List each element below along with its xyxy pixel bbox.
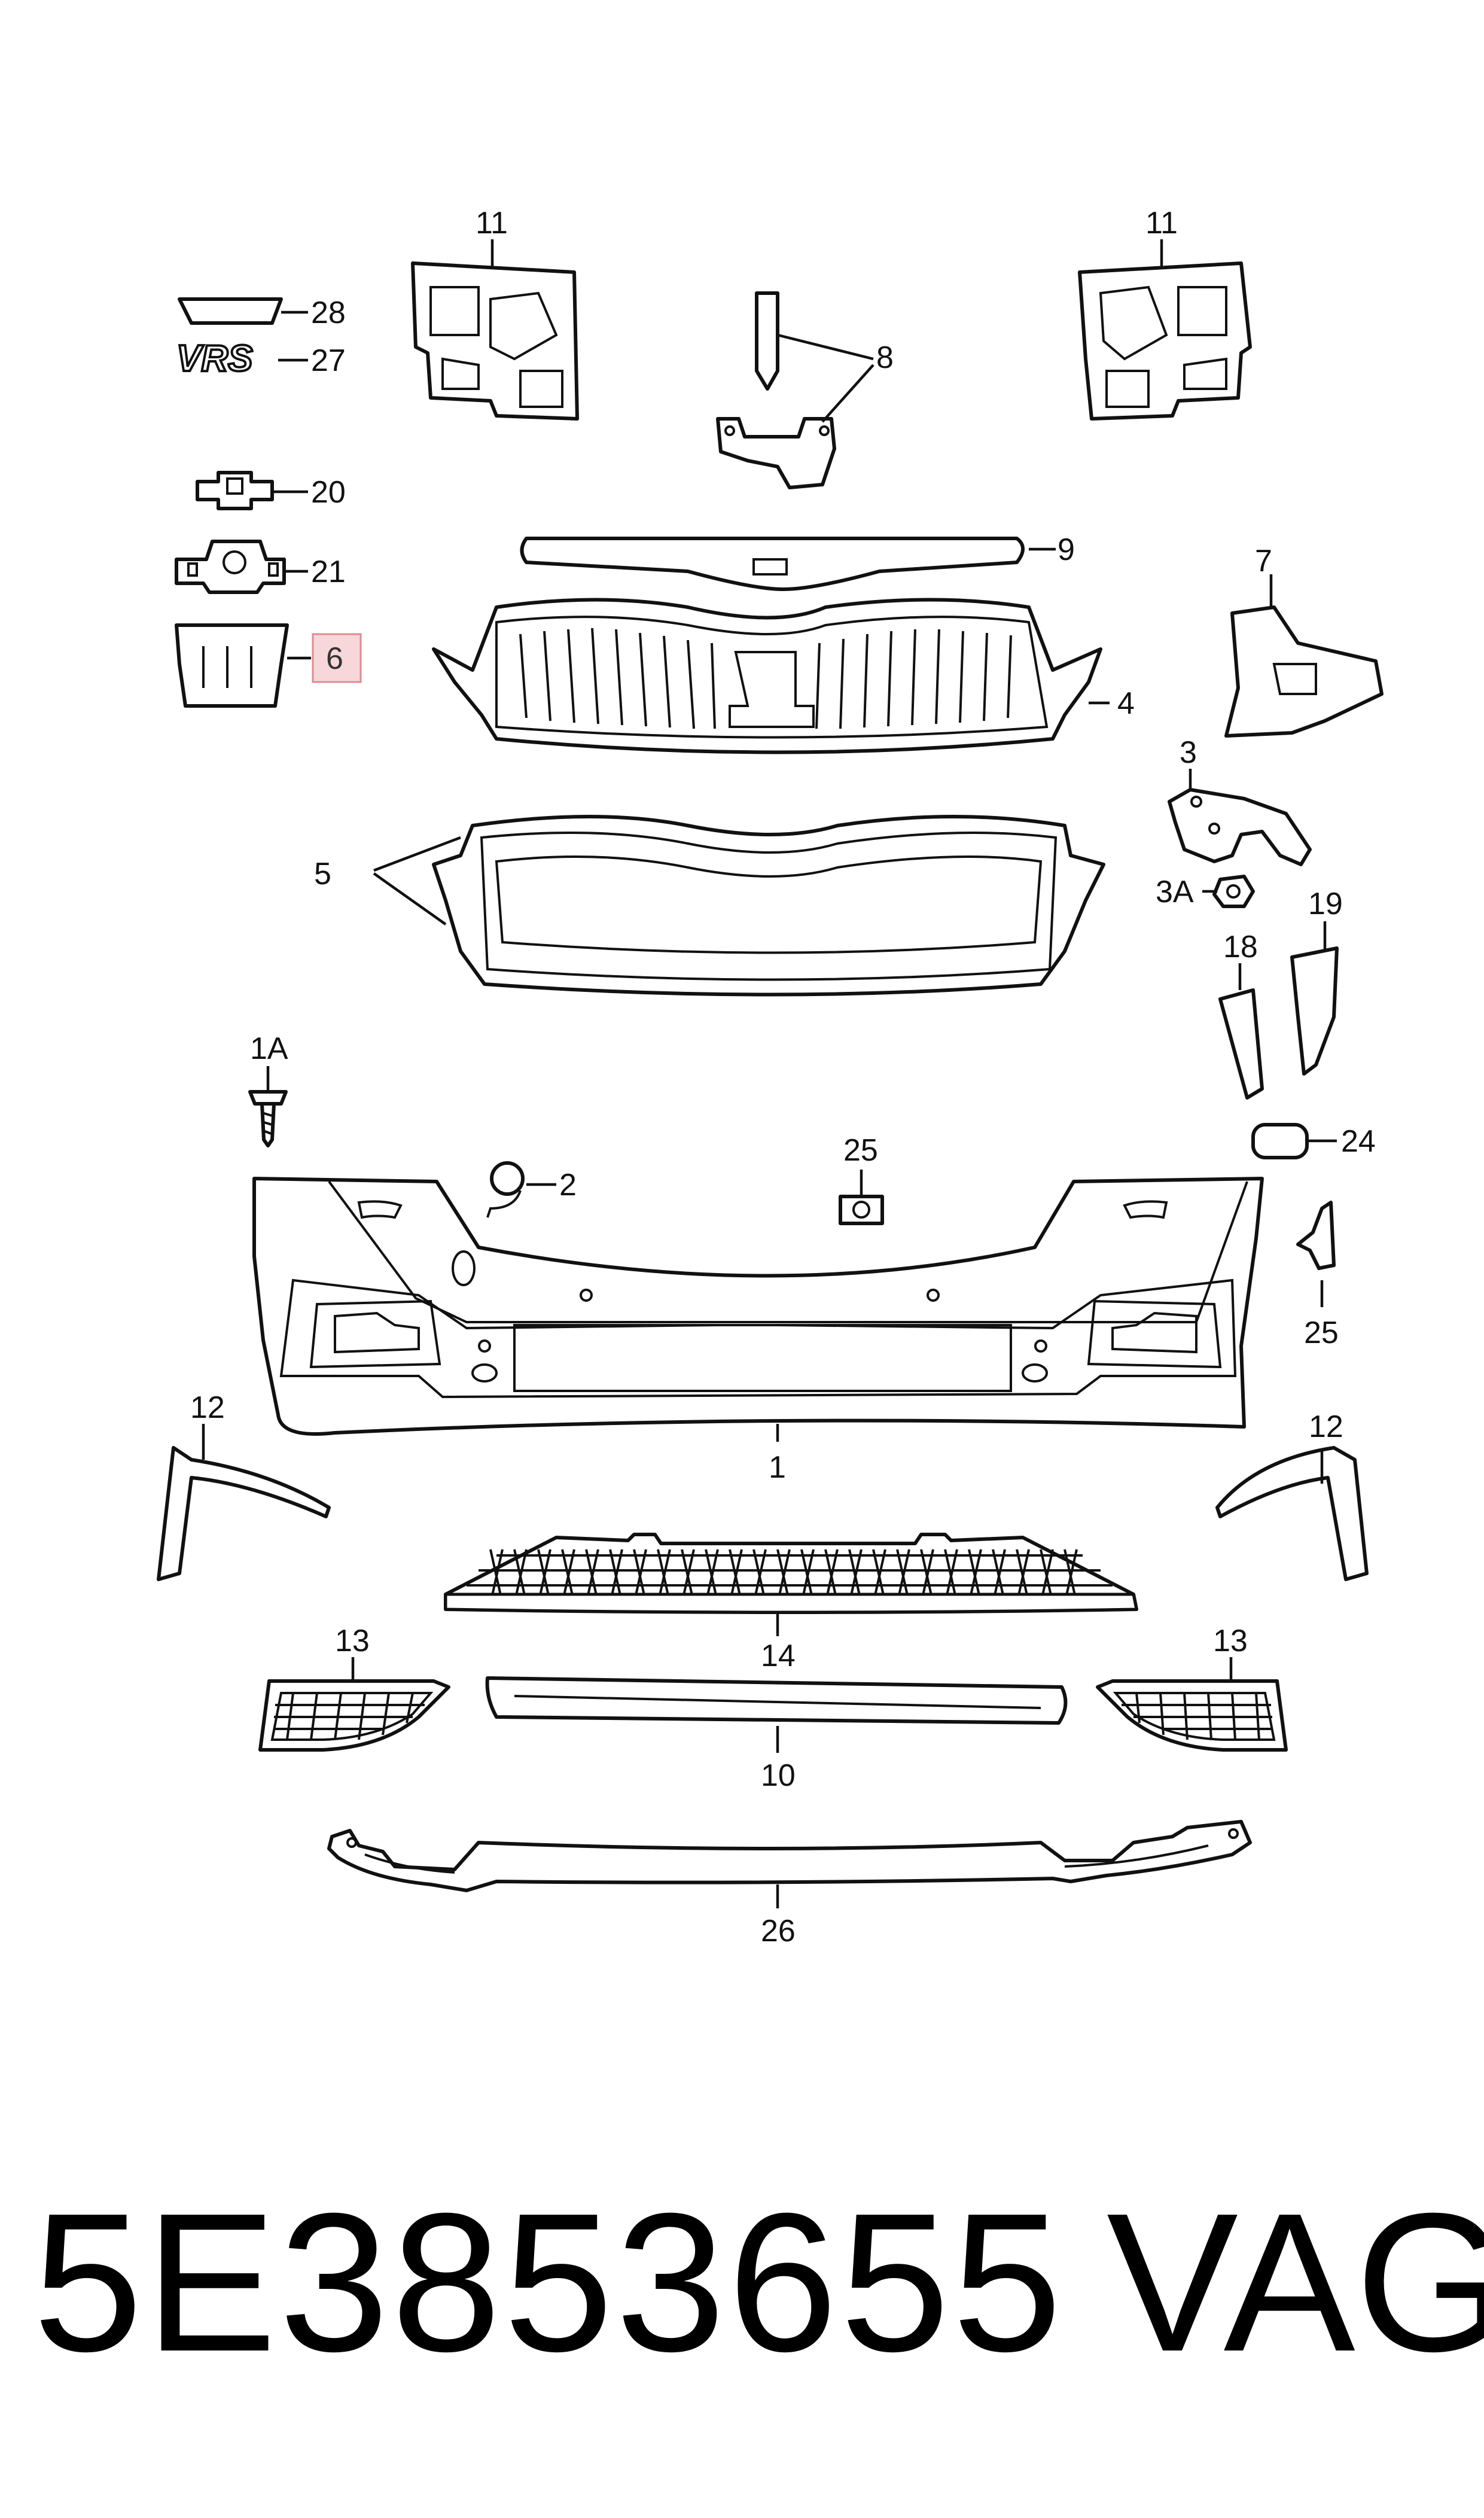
part-11-left-bracket: 11 — [411, 206, 579, 421]
part-8-pin-and-bracket: 8 — [716, 291, 894, 489]
part-25-center-holder: 25 — [839, 1133, 884, 1225]
part-19-trim: 19 — [1290, 887, 1343, 1076]
label-25-center: 25 — [843, 1133, 878, 1168]
part-3a-clip: 3A — [1156, 875, 1255, 909]
part-26-lower-spoiler: 26 — [327, 1820, 1252, 1948]
part-12-left-trim: 12 — [157, 1390, 331, 1581]
label-1: 1 — [769, 1450, 786, 1485]
part-4-grille: 4 — [432, 598, 1135, 754]
label-19: 19 — [1308, 887, 1343, 921]
label-27: 27 — [311, 343, 346, 378]
label-26: 26 — [761, 1914, 796, 1948]
part-14-lower-grille: 14 — [444, 1533, 1138, 1673]
exploded-parts-diagram: 28 VRS 27 20 21 6 11 — [157, 206, 1384, 1948]
part-1-bumper-cover: 1 — [252, 1177, 1264, 1485]
label-13-right: 13 — [1213, 1624, 1248, 1658]
part-7-bracket: 7 — [1224, 544, 1384, 738]
label-3a: 3A — [1156, 875, 1194, 909]
label-9: 9 — [1058, 532, 1075, 567]
part-12-right-trim: 12 — [1215, 1409, 1369, 1581]
part-5-grille-frame: 5 — [314, 815, 1105, 997]
part-9-trim-strip: 9 — [520, 532, 1075, 591]
label-3: 3 — [1180, 735, 1197, 770]
part-2-clip: 2 — [486, 1161, 577, 1218]
grille-slats — [519, 628, 1012, 729]
label-28: 28 — [311, 296, 346, 330]
part-6-cover: 6 — [175, 623, 362, 708]
label-11-right: 11 — [1145, 206, 1178, 240]
label-12-left: 12 — [190, 1390, 225, 1425]
part-11-right-bracket: 11 — [1078, 206, 1252, 421]
part-18-trim: 18 — [1218, 930, 1264, 1100]
part-21-bracket: 21 — [175, 540, 346, 594]
label-10: 10 — [761, 1758, 796, 1793]
part-10-trim-strip: 10 — [485, 1676, 1068, 1793]
label-2: 2 — [559, 1168, 577, 1202]
label-5: 5 — [314, 857, 331, 891]
label-25-right: 25 — [1304, 1316, 1339, 1350]
label-1a: 1A — [250, 1031, 288, 1066]
part-24-cap: 24 — [1251, 1123, 1376, 1159]
label-12-right: 12 — [1309, 1409, 1343, 1444]
vrs-badge-text: VRS — [176, 338, 252, 379]
part-13-left-grille-insert: 13 — [258, 1624, 450, 1752]
part-3-bracket: 3 — [1168, 735, 1312, 866]
label-14: 14 — [761, 1639, 796, 1673]
part-13-right-grille-insert: 13 — [1096, 1624, 1288, 1752]
part-28-emblem-trim: 28 — [178, 296, 346, 330]
brand-name: VAG — [1107, 2172, 1484, 2392]
label-21: 21 — [311, 555, 346, 589]
part-25-right-bracket: 25 — [1296, 1201, 1339, 1350]
label-20: 20 — [311, 475, 346, 510]
label-4: 4 — [1117, 686, 1135, 721]
label-24: 24 — [1341, 1124, 1376, 1159]
part-1a-screw: 1A — [248, 1031, 288, 1147]
label-7: 7 — [1255, 544, 1272, 578]
part-20-bracket: 20 — [196, 471, 346, 510]
part-27-vrs-badge: VRS 27 — [175, 337, 346, 380]
label-8: 8 — [876, 340, 894, 375]
label-18: 18 — [1223, 930, 1258, 964]
lower-grille-honeycomb — [467, 1549, 1113, 1604]
label-6: 6 — [326, 641, 343, 676]
label-13-left: 13 — [335, 1624, 370, 1658]
part-number: 5E3853655 — [33, 2172, 1065, 2392]
highlight-box — [312, 633, 362, 683]
label-11-left: 11 — [476, 206, 508, 240]
